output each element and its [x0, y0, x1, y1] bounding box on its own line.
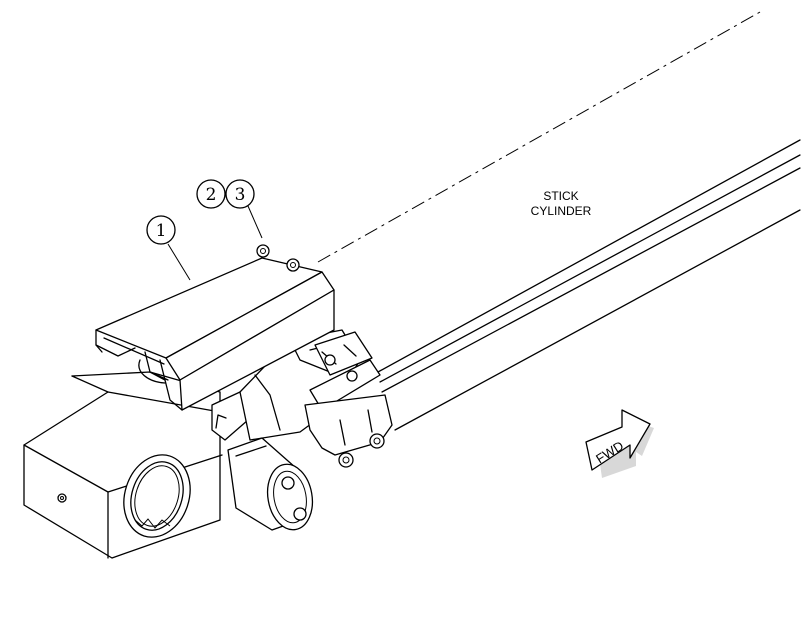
callout-3[interactable]: 3: [225, 179, 255, 209]
callout-3-number: 3: [235, 185, 246, 205]
callout-2[interactable]: 2: [196, 179, 226, 209]
guard-cover: [95, 244, 335, 411]
stick-label-line1: STICK: [543, 189, 578, 203]
forward-arrow-icon: FWD: [585, 409, 654, 478]
callout-1[interactable]: 1: [146, 215, 176, 245]
cylinder-cap: [227, 437, 314, 531]
callout-leaders: [167, 205, 263, 281]
pin-bore: [123, 454, 191, 538]
stick-label-line2: CYLINDER: [531, 204, 592, 218]
stick-cylinder: [317, 11, 801, 431]
callout-2-number: 2: [206, 185, 217, 205]
stick-cylinder-label: STICK CYLINDER: [531, 189, 592, 218]
callout-1-number: 1: [156, 221, 167, 241]
clamp-assembly: [304, 331, 393, 468]
